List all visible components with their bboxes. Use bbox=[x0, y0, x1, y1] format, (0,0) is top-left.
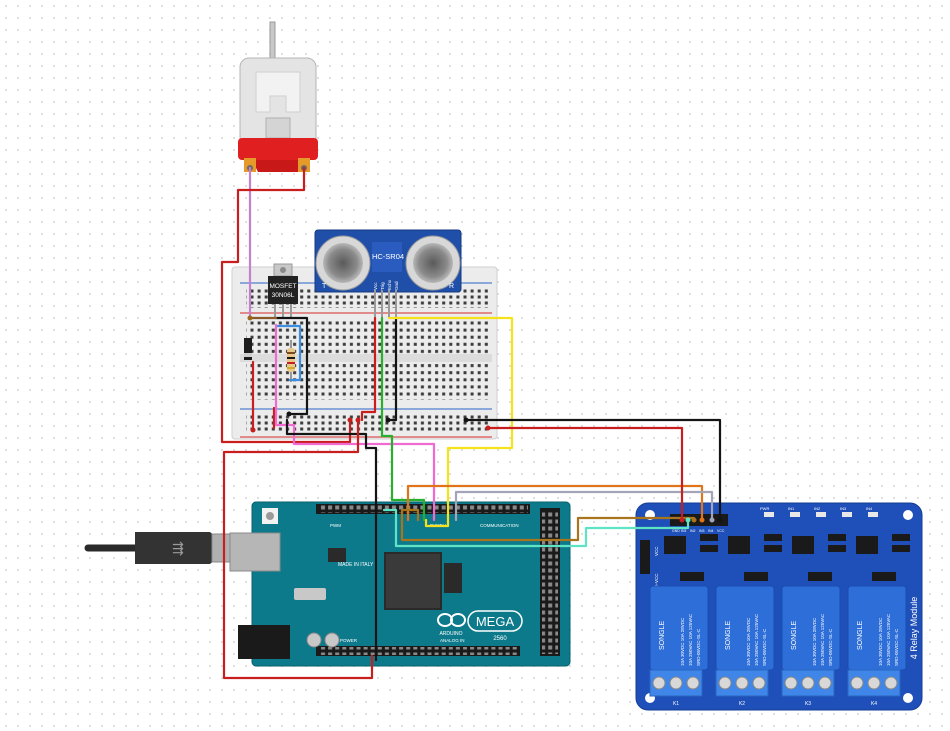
diode bbox=[244, 338, 252, 360]
wire-relay-red bbox=[486, 426, 684, 522]
terminal-k2-label: K2 bbox=[739, 701, 745, 707]
arduino-communication-label: COMMUNICATION bbox=[480, 523, 519, 528]
wire-sensor-black bbox=[386, 316, 398, 422]
relay-pin-in2-label: IN2 bbox=[690, 529, 696, 533]
wire-black-gnd bbox=[285, 418, 378, 662]
relay-jumper-vcc-label: VCC bbox=[654, 546, 659, 556]
arduino-chip-label: 2560 bbox=[493, 636, 507, 642]
relay-pin-in1-label: IN1 bbox=[681, 529, 687, 533]
relay-1-text-2: 10A 250VAC 10A 125VAC bbox=[688, 613, 693, 666]
relay-led-in2-label: IN2 bbox=[814, 506, 821, 511]
relay-2-text-2: 10A 250VAC 10A 125VAC bbox=[754, 613, 759, 666]
relay-led-pwr-label: PWR bbox=[760, 506, 769, 511]
relay-1-brand: SONGLE bbox=[659, 620, 666, 650]
relay-pin-in4-label: IN4 bbox=[708, 529, 714, 533]
screw-terminals: K1 K2 K3 K4 bbox=[649, 669, 901, 707]
arduino-power-label: POWER bbox=[340, 638, 358, 643]
relay-2-brand: SONGLE bbox=[725, 620, 732, 650]
wire-bb-blue bbox=[274, 324, 302, 382]
sensor-r-label: R bbox=[449, 283, 454, 290]
arduino-analog-label: ANALOG IN bbox=[440, 638, 465, 643]
usb-icon: ⇶ bbox=[172, 540, 184, 556]
wire-relay-brown bbox=[400, 508, 696, 542]
resistor bbox=[287, 340, 295, 382]
mosfet-label-1: MOSFET bbox=[269, 283, 296, 290]
relay-3-text-2: 10A 250VAC 10A 125VAC bbox=[820, 613, 825, 666]
sensor-model-label: HC-SR04 bbox=[372, 252, 404, 261]
relay-4-text-3: 10A 30VDC 10A 28VDC bbox=[878, 617, 883, 666]
arduino-made-in-label: MADE IN ITALY bbox=[338, 562, 374, 568]
mosfet: MOSFET 30N06L bbox=[268, 263, 298, 318]
relay-pin-gnd-label: GND bbox=[672, 529, 680, 533]
arduino-mega: MADE IN ITALY 2560 ARDUINO MEGA DIGITAL … bbox=[229, 501, 571, 667]
relay-module-title: 4 Relay Module bbox=[909, 597, 919, 660]
sensor-t-label: T bbox=[322, 283, 327, 290]
relay-pin-in3-label: IN3 bbox=[699, 529, 705, 533]
arduino-pwm-label: PWM bbox=[330, 523, 341, 528]
terminal-k4-label: K4 bbox=[871, 701, 877, 707]
wire-sensor-red bbox=[360, 316, 377, 422]
relay-2-text-1: SRD-05VDC-SL-C bbox=[762, 628, 767, 666]
dc-motor bbox=[238, 21, 318, 172]
relay-led-in3-label: IN3 bbox=[840, 506, 847, 511]
relay-3-text-3: 10A 30VDC 10A 28VDC bbox=[812, 617, 817, 666]
wires bbox=[220, 166, 722, 680]
relay-3-text-1: SRD-05VDC-SL-C bbox=[828, 628, 833, 666]
relay-3: SONGLE SRD-05VDC-SL-C 10A 250VAC 10A 125… bbox=[781, 585, 841, 671]
mosfet-label-2: 30N06L bbox=[272, 292, 295, 299]
wire-sensor-green bbox=[380, 316, 426, 522]
wire-relay-orange bbox=[406, 484, 704, 522]
relay-2: SONGLE SRD-05VDC-SL-C 10A 250VAC 10A 125… bbox=[715, 585, 775, 671]
wire-bb-black-1 bbox=[274, 316, 309, 416]
arduino-brand-label: ARDUINO bbox=[439, 631, 462, 637]
relay-4-brand: SONGLE bbox=[857, 620, 864, 650]
relay-pin-vcc-label: VCC bbox=[717, 529, 725, 533]
sensor-pin-trig-label: Trig bbox=[380, 282, 385, 290]
relay-1: SONGLE SRD-05VDC-SL-C 10A 250VAC 10A 125… bbox=[649, 585, 709, 671]
breadboard bbox=[231, 266, 498, 440]
relay-4-text-1: SRD-05VDC-SL-C bbox=[894, 628, 899, 666]
wire-joints bbox=[247, 315, 723, 523]
sensor-pin-echo-label: Echo bbox=[387, 279, 392, 290]
usb-cable: ⇶ bbox=[84, 532, 243, 564]
wire-motor-red bbox=[220, 166, 352, 444]
relay-2-text-3: 10A 30VDC 10A 28VDC bbox=[746, 617, 751, 666]
relay-led-in4-label: IN4 bbox=[866, 506, 873, 511]
wire-arduino-red bbox=[222, 418, 374, 680]
relay-1-text-3: 10A 30VDC 10A 28VDC bbox=[680, 617, 685, 666]
relay-jumper-jdvcc-label: JD-VCC bbox=[654, 573, 659, 590]
relay-4: SONGLE SRD-05VDC-SL-C 10A 250VAC 10A 125… bbox=[847, 585, 907, 671]
wire-relay-teal bbox=[382, 508, 690, 548]
arduino-model-label: MEGA bbox=[476, 614, 515, 629]
relay-3-brand: SONGLE bbox=[791, 620, 798, 650]
relay-led-in1-label: IN1 bbox=[788, 506, 795, 511]
ultrasonic-sensor: HC-SR04 T R Vcc Trig Echo Gnd bbox=[314, 229, 462, 318]
terminal-k1-label: K1 bbox=[673, 701, 679, 707]
wire-relay-grey bbox=[454, 490, 714, 522]
terminal-k3-label: K3 bbox=[805, 701, 811, 707]
relay-module: GND IN1 IN2 IN3 IN4 VCC PWR IN1 IN2 IN3 … bbox=[635, 502, 923, 711]
wire-relay-black bbox=[464, 418, 722, 522]
relay-4-text-2: 10A 250VAC 10A 125VAC bbox=[886, 613, 891, 666]
relay-1-text-1: SRD-05VDC-SL-C bbox=[696, 628, 701, 666]
wire-sensor-yellow bbox=[387, 316, 514, 528]
sensor-pin-vcc-label: Vcc bbox=[373, 282, 378, 290]
sensor-pin-gnd-label: Gnd bbox=[394, 281, 399, 290]
